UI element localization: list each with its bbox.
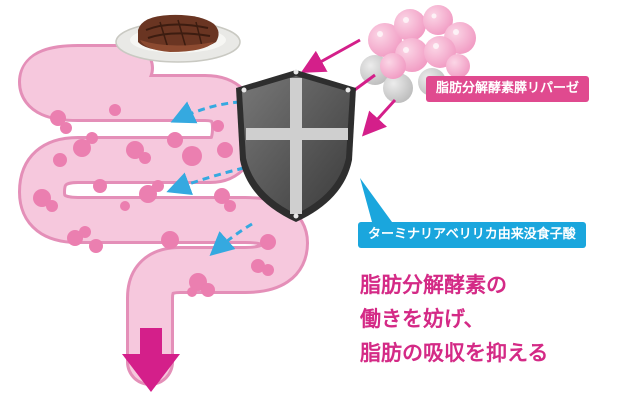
shield-icon [236, 69, 356, 222]
headline-line-1: 脂肪分解酵素の [360, 273, 507, 297]
enzyme-cluster-icon [360, 5, 476, 103]
headline-line-3: 脂肪の吸収を抑える [360, 341, 549, 365]
blocked-arrows [166, 100, 253, 256]
steak-plate-icon [115, 14, 241, 63]
extract-callout-pointer [360, 178, 392, 222]
headline-text: 脂肪分解酵素の 働きを妨げ、 脂肪の吸収を抑える [360, 268, 622, 370]
headline-line-2: 働きを妨げ、 [360, 307, 485, 331]
down-arrow-icon [122, 328, 180, 392]
fat-spots [33, 104, 276, 297]
extract-label: ターミナリアベリリカ由来没食子酸 [358, 222, 586, 248]
lipase-label: 脂肪分解酵素膵リパーゼ [426, 76, 590, 102]
intestine-illustration [18, 44, 309, 386]
